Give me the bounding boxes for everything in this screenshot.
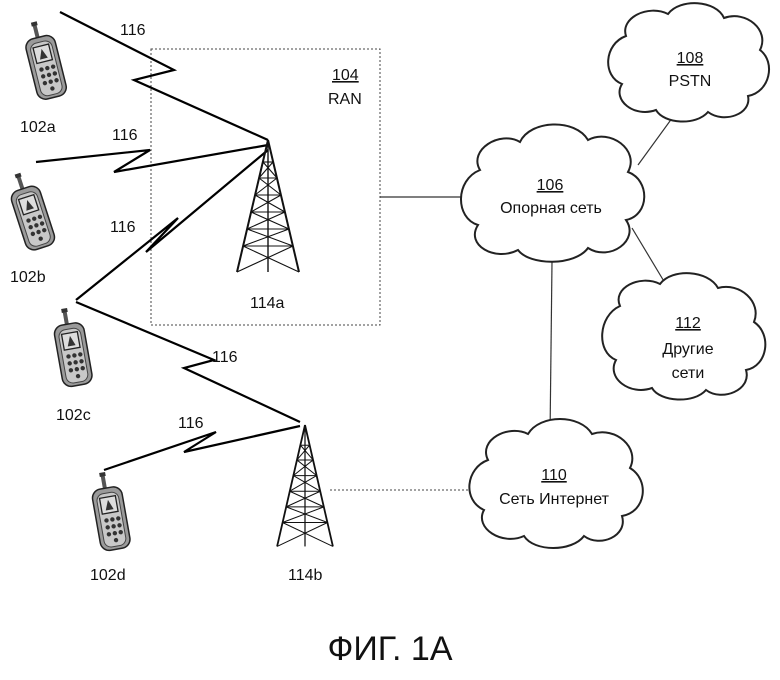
air-link-102a-114a (60, 12, 268, 140)
air-label-116: 116 (112, 127, 138, 144)
internet-number: 110 (541, 467, 567, 484)
wtru-102d-icon (88, 470, 131, 552)
air-link-102d-114b (104, 426, 300, 470)
air-link-102c-114a (76, 150, 268, 300)
ran-number: 104 (332, 67, 359, 84)
wtru-102a-label: 102a (20, 119, 56, 136)
base-station-114a-label: 114a (250, 295, 285, 312)
link-core-internet (550, 262, 552, 437)
pstn-number: 108 (677, 50, 704, 67)
air-label-116: 116 (212, 349, 238, 366)
ran-name: RAN (328, 91, 362, 108)
core-number: 106 (537, 177, 564, 194)
other-networks-name-line2: сети (672, 365, 705, 382)
wtru-102a-icon (20, 18, 68, 101)
link-core-other (632, 228, 665, 283)
base-station-114b-label: 114b (288, 567, 323, 584)
air-label-116: 116 (120, 22, 146, 39)
pstn-name: PSTN (669, 73, 712, 90)
wtru-102c-label: 102c (56, 407, 91, 424)
base-station-114b-icon (277, 425, 333, 546)
other-networks-name-line1: Другие (662, 341, 713, 358)
core-name: Опорная сеть (500, 200, 602, 217)
wtru-102c-icon (50, 306, 93, 388)
air-label-116: 116 (110, 219, 136, 236)
air-label-116: 116 (178, 415, 204, 432)
wtru-102b-label: 102b (10, 269, 46, 286)
wtru-102b-icon (4, 169, 57, 252)
figure-caption: ФИГ. 1А (327, 630, 452, 668)
base-station-114a-icon (237, 140, 299, 272)
internet-name: Сеть Интернет (499, 491, 610, 508)
wtru-102d-label: 102d (90, 567, 126, 584)
other-networks-number: 112 (675, 315, 701, 332)
air-link-102b-114a (36, 145, 268, 172)
air-link-102c-114b (76, 302, 300, 422)
